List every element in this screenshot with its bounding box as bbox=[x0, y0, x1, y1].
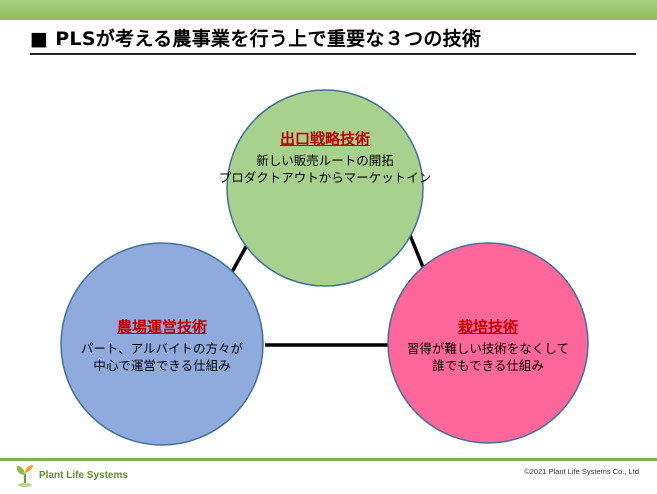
company-logo: Plant Life Systems bbox=[14, 463, 128, 487]
sprout-icon bbox=[16, 465, 33, 487]
circle-right bbox=[387, 242, 589, 444]
node-right-text: 栽培技術 習得が難しい技術をなくして 誰でもできる仕組み bbox=[378, 316, 598, 374]
node-left-line-2: 中心で運営できる仕組み bbox=[93, 358, 231, 373]
top-accent-band bbox=[0, 0, 657, 20]
node-top-line-2: プロダクトアウトからマーケットイン bbox=[218, 170, 432, 185]
node-left-text: 農場運営技術 パート、アルバイトの方々が 中心で運営できる仕組み bbox=[52, 316, 272, 374]
node-right-line-1: 習得が難しい技術をなくして bbox=[406, 341, 570, 356]
title-underline bbox=[30, 53, 636, 55]
copyright-text: ©2021 Plant Life Systems Co., Ltd bbox=[524, 467, 639, 476]
title-text: PLSが考える農事業を行う上で重要な３つの技術 bbox=[55, 28, 482, 50]
node-right-line-2: 誰でもできる仕組み bbox=[432, 358, 544, 373]
circle-top bbox=[226, 89, 424, 287]
node-left-line-1: パート、アルバイトの方々が bbox=[80, 341, 244, 356]
slide-title: ■ PLSが考える農事業を行う上で重要な３つの技術 bbox=[30, 24, 481, 51]
node-top-line-1: 新しい販売ルートの開拓 bbox=[256, 153, 394, 168]
node-top-title: 出口戦略技術 bbox=[279, 130, 370, 148]
logo-name: Plant Life Systems bbox=[39, 469, 128, 481]
node-left-title: 農場運営技術 bbox=[116, 318, 207, 336]
node-top-text: 出口戦略技術 新しい販売ルートの開拓 プロダクトアウトからマーケットイン bbox=[205, 128, 445, 186]
circle-left bbox=[60, 242, 264, 446]
node-right-title: 栽培技術 bbox=[457, 318, 518, 336]
title-bullet: ■ bbox=[30, 28, 49, 50]
footer-accent-band bbox=[0, 458, 657, 461]
